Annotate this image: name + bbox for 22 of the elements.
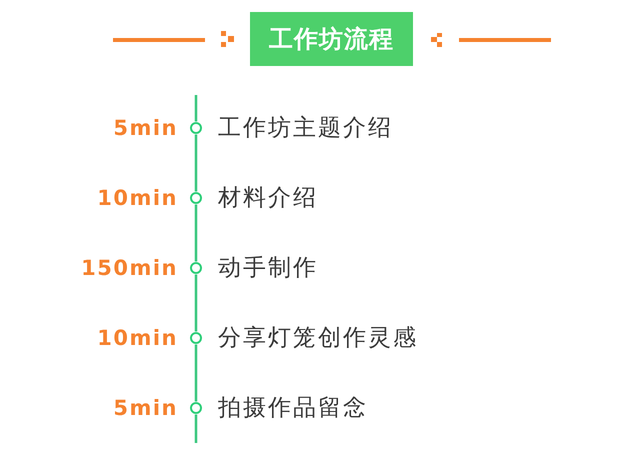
duration-label: 150min: [81, 255, 178, 282]
step-label: 分享灯笼创作灵感: [218, 324, 418, 353]
timeline-dot: [190, 332, 202, 344]
duration-label: 5min: [113, 115, 178, 142]
duration-label: 10min: [97, 185, 178, 212]
timeline-dot: [190, 192, 202, 204]
timeline-dot: [190, 402, 202, 414]
step-label: 材料介绍: [218, 184, 318, 213]
timeline-line: [194, 414, 198, 443]
timeline-dot: [190, 262, 202, 274]
timeline-line: [194, 95, 198, 122]
timeline-line: [194, 134, 198, 192]
timeline-line: [194, 344, 198, 402]
timeline-line: [194, 204, 198, 262]
duration-label: 5min: [113, 395, 178, 422]
duration-label: 10min: [97, 325, 178, 352]
step-label: 工作坊主题介绍: [218, 114, 393, 143]
timeline-line: [194, 274, 198, 332]
step-label: 动手制作: [218, 254, 318, 283]
title-banner: 工作坊流程: [250, 12, 413, 66]
timeline-dot: [190, 122, 202, 134]
step-label: 拍摄作品留念: [218, 394, 368, 423]
